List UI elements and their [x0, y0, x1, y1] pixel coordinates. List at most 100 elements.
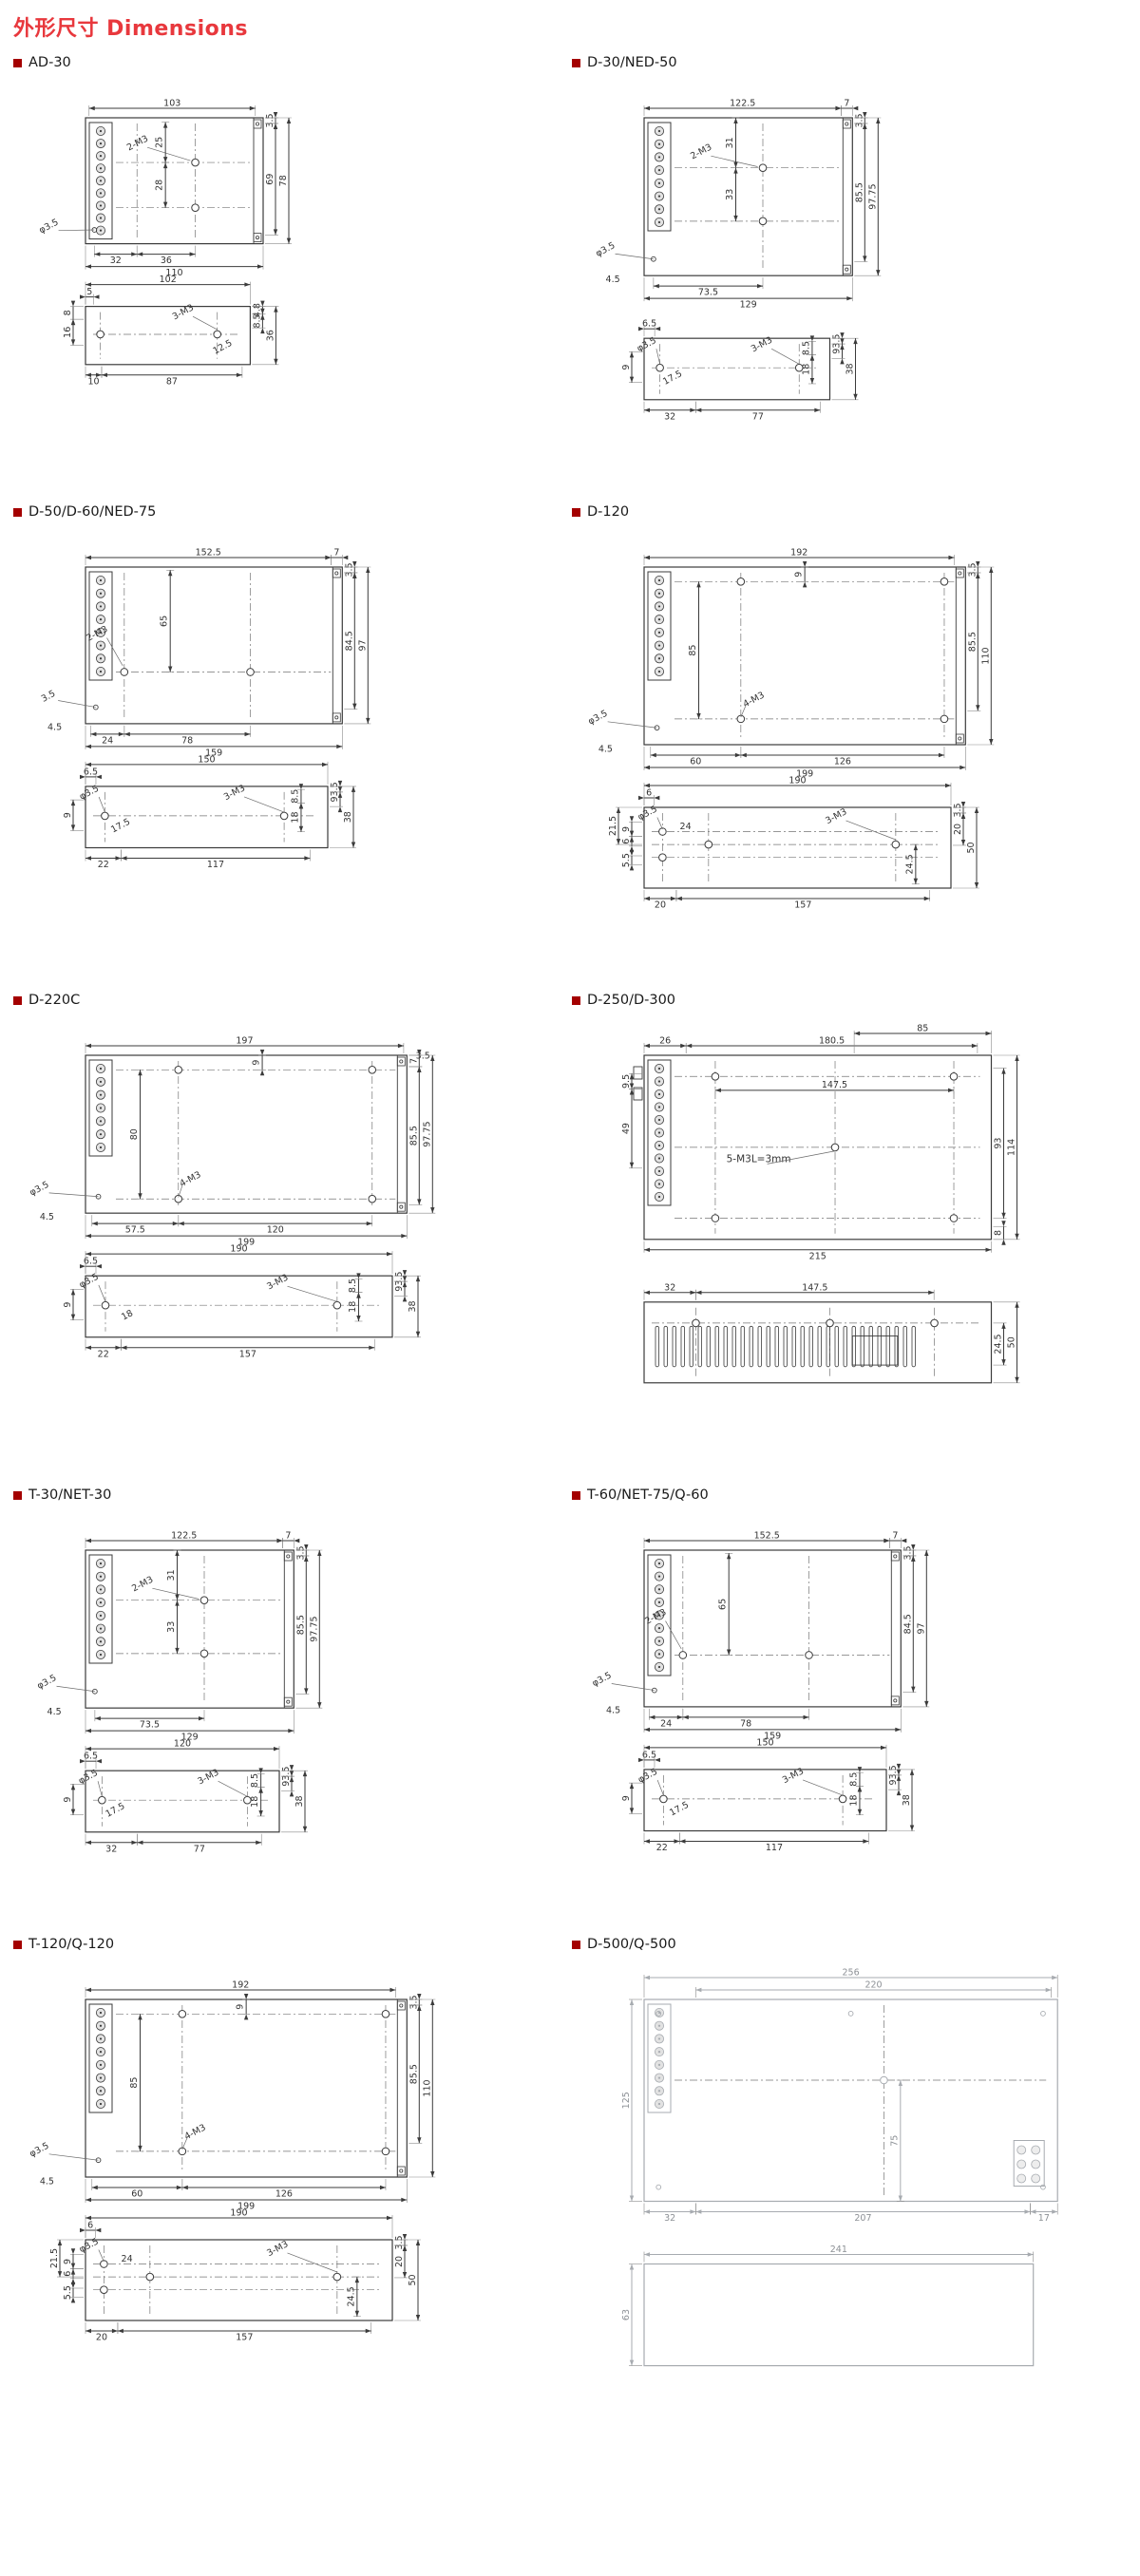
dim-label: 6.5	[84, 1752, 98, 1762]
dim-label: 9	[252, 1060, 262, 1066]
dim-label: 5	[86, 287, 92, 297]
dim-label: 38	[343, 811, 353, 823]
dim-label: φ3.5	[28, 1180, 50, 1199]
dim-label: 9	[621, 826, 632, 832]
dim-label: 10	[87, 376, 99, 387]
mounting-hole	[200, 1596, 209, 1604]
mounting-hole	[826, 1318, 834, 1328]
mounting-hole	[940, 578, 949, 586]
dim-label: 215	[809, 1251, 826, 1261]
case-outline	[85, 1770, 280, 1833]
dim-label: 84.5	[344, 631, 354, 651]
mounting-hole	[805, 1651, 813, 1659]
dim-label: 8.5	[348, 1279, 358, 1293]
dim-label: 38	[408, 1300, 418, 1312]
dim-label: 32	[664, 2213, 675, 2224]
dim-label: 36	[161, 256, 172, 266]
dim-label: 2-M3	[125, 134, 150, 154]
section-header: D-120	[572, 504, 1121, 520]
mounting-hole	[949, 1214, 959, 1222]
dim-label: 159	[205, 748, 222, 758]
dim-label: 18	[801, 364, 811, 375]
dim-label: 190	[230, 1244, 247, 1255]
terminal-block	[647, 1554, 672, 1676]
dim-label: 12.5	[212, 338, 235, 357]
dim-label: 117	[766, 1843, 783, 1853]
dim-label: 20	[394, 2256, 405, 2267]
mounting-hole	[145, 2272, 155, 2282]
dim-label: 192	[232, 1980, 249, 1991]
dim-label: 57.5	[125, 1225, 145, 1236]
dim-label: 9	[330, 796, 340, 802]
dim-label: 157	[794, 900, 811, 911]
case-outline	[643, 806, 952, 889]
dim-label: 8.5	[848, 1772, 859, 1787]
dim-label: 3.5	[330, 782, 340, 796]
mounting-hole	[98, 1795, 106, 1805]
dim-label: 126	[834, 757, 851, 767]
section-header: T-60/NET-75/Q-60	[572, 1487, 1121, 1503]
dim-label: 24	[680, 822, 692, 832]
section-bullet-icon	[572, 58, 580, 67]
dim-label: 2-M3	[689, 142, 713, 162]
dim-label: 8.5	[290, 789, 300, 804]
dim-label: 78	[278, 175, 289, 186]
mounting-hole	[381, 2010, 390, 2018]
dim-label: 152.5	[196, 548, 221, 559]
dim-label: 3.5	[888, 1765, 899, 1779]
dim-label: 199	[238, 1238, 255, 1248]
terminal-block	[647, 571, 672, 681]
dim-label: 3-M3	[824, 806, 848, 826]
mounting-hole	[880, 2075, 888, 2085]
dim-label: 3.5	[295, 1545, 306, 1560]
section-label: T-120/Q-120	[28, 1937, 115, 1952]
case-outline	[85, 306, 251, 366]
mounting-hole	[120, 668, 129, 676]
dim-label: 18	[120, 1308, 135, 1322]
vent-louver	[808, 1325, 813, 1368]
dim-label: 199	[796, 769, 813, 780]
case-outline	[643, 1054, 993, 1241]
vent-louver	[663, 1325, 668, 1368]
dim-label: 3.5	[394, 2235, 405, 2249]
dim-label: 24.5	[994, 1334, 1004, 1354]
section-bullet-icon	[13, 1940, 22, 1949]
vent-louver	[800, 1325, 805, 1368]
vent-louver	[817, 1325, 822, 1368]
terminal-block	[647, 2003, 672, 2113]
mounting-hole	[711, 1214, 720, 1222]
section-label: AD-30	[28, 55, 71, 70]
section-bullet-icon	[13, 1490, 22, 1500]
dim-label: 9.5	[621, 1074, 632, 1089]
dim-label: 77	[752, 411, 764, 422]
dim-label: 4.5	[606, 275, 620, 285]
dim-label: 32	[110, 256, 122, 266]
dim-label: 85	[129, 2077, 140, 2089]
dim-label: φ3.5	[636, 804, 659, 823]
section-label: T-30/NET-30	[28, 1487, 112, 1503]
dim-label: 241	[830, 2245, 847, 2255]
dim-label: 22	[656, 1843, 668, 1853]
vent-louver	[791, 1325, 796, 1368]
dim-label: 2-M3	[643, 1607, 668, 1627]
dim-label: 7	[844, 99, 849, 109]
dim-label: 5.5	[63, 2285, 73, 2300]
dim-label: 5.5	[621, 853, 632, 867]
dim-label: 6.5	[84, 767, 98, 777]
vent-louver	[885, 1325, 890, 1368]
case-outline	[643, 337, 831, 401]
dim-label: 73.5	[140, 1720, 160, 1731]
dim-label: 75	[889, 2135, 900, 2147]
dim-label: 97.75	[422, 1121, 432, 1146]
